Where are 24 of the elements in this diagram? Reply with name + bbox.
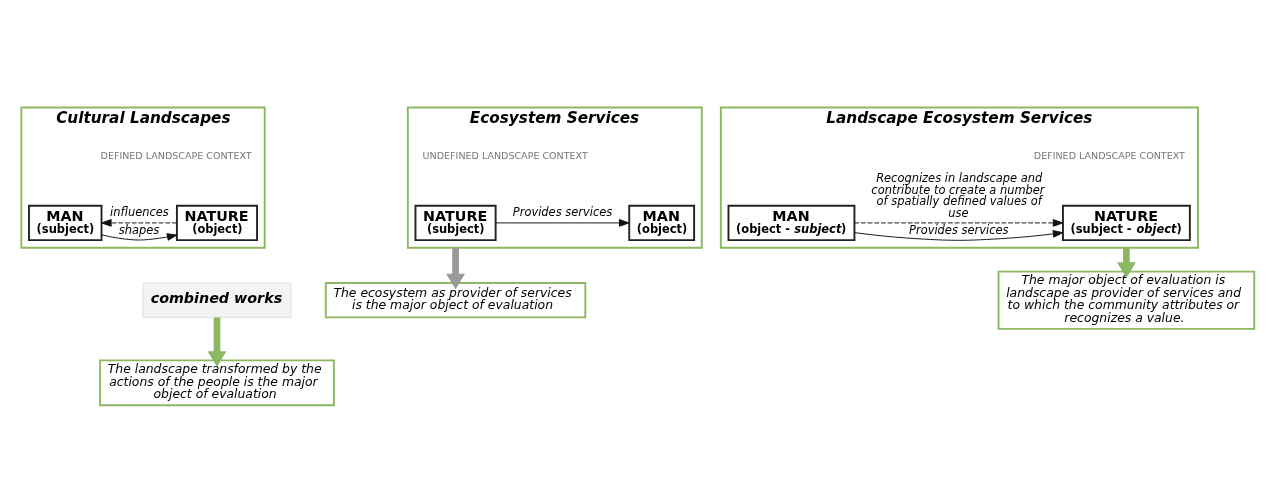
- edge-label: Provides services: [909, 222, 1009, 237]
- node-box: The major object of evaluation is landscape as provider of services and to which the community attributes or recognizes a value.: [997, 270, 1256, 330]
- edge-label: influences: [110, 204, 169, 219]
- edge-label: Provides services: [512, 204, 613, 219]
- node-box: combined works: [142, 282, 292, 318]
- node-label: DEFINED LANDSCAPE CONTEXT: [100, 149, 252, 161]
- node-box: The landscape transformed by the actions of the people is the major object of evaluation: [99, 358, 335, 406]
- node-label: UNDEFINED LANDSCAPE CONTEXT: [422, 149, 588, 161]
- node-box: NATURE (subject): [414, 204, 497, 241]
- node-box: MAN (object): [628, 204, 696, 241]
- arrow: [207, 317, 227, 367]
- node-box: MAN (object - subject): [727, 204, 856, 241]
- node-box: NATURE (object): [175, 204, 258, 241]
- arrow: [495, 218, 630, 227]
- node-box: The ecosystem as provider of services is the major object of evaluation: [324, 281, 587, 318]
- edge-label: shapes: [118, 222, 160, 237]
- arrow: [854, 218, 1064, 227]
- node-box: MAN (subject): [28, 204, 103, 241]
- arrow: [854, 229, 1064, 241]
- arrow: [101, 218, 178, 227]
- edge-label: Recognizes in landscape and contribute to create a number of spatially defined values of use: [871, 170, 1045, 220]
- node-box: NATURE (subject - object): [1062, 204, 1191, 241]
- node-label: DEFINED LANDSCAPE CONTEXT: [1033, 149, 1185, 161]
- arrow: [101, 232, 178, 241]
